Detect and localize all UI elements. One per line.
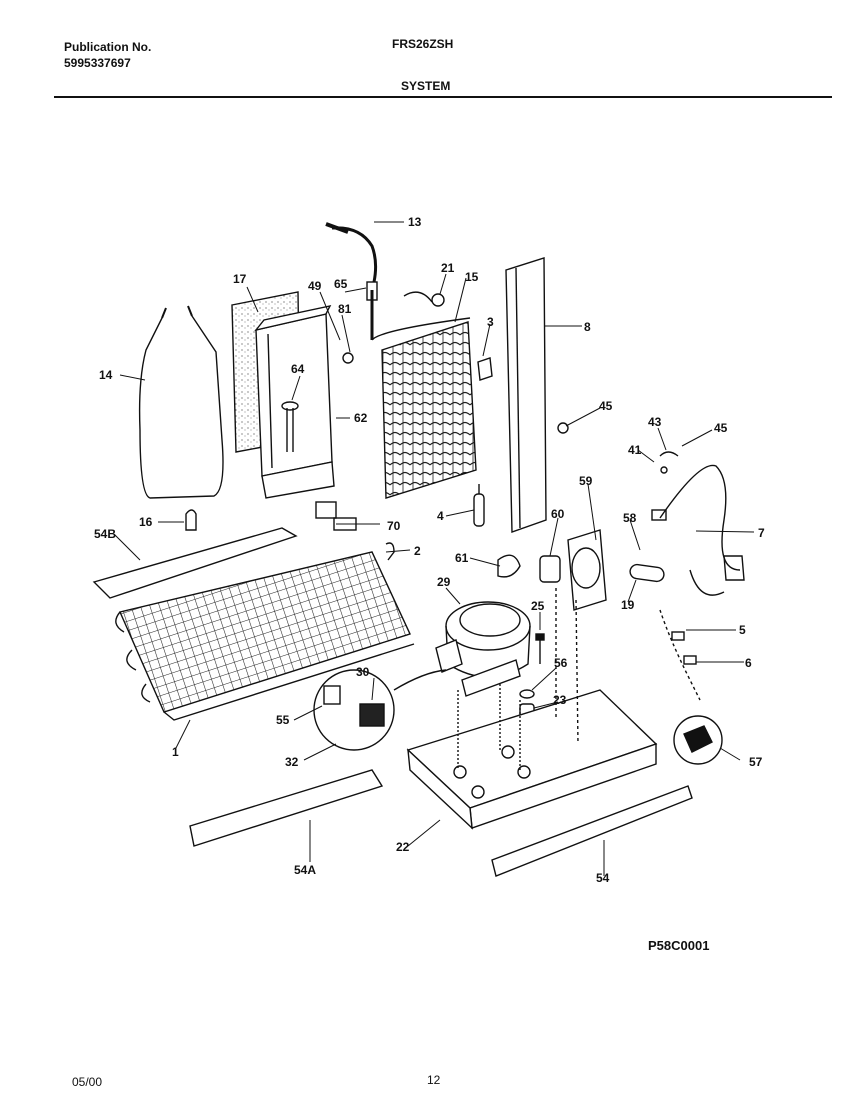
screw-part — [660, 466, 668, 474]
callout-2: 2 — [414, 544, 421, 558]
thermostat-part — [403, 291, 445, 307]
callout-32: 32 — [285, 755, 299, 769]
clamp-part — [659, 451, 679, 457]
callout-81: 81 — [338, 302, 352, 316]
relay-detail-callout — [313, 669, 447, 751]
callout-15: 15 — [465, 270, 479, 284]
screw-part — [281, 401, 299, 452]
compressor-part — [435, 601, 531, 697]
callout-30: 30 — [356, 665, 370, 679]
clip-part — [185, 509, 197, 531]
callout-21: 21 — [441, 261, 455, 275]
header-rule — [54, 96, 832, 98]
washer-part — [519, 689, 535, 699]
grommet-part — [342, 352, 354, 364]
leveling-foot-part — [673, 715, 723, 765]
callout-56: 56 — [554, 656, 568, 670]
callout-57: 57 — [749, 755, 763, 769]
callout-45: 45 — [599, 399, 613, 413]
callout-62: 62 — [354, 411, 368, 425]
fan-assembly-part — [497, 529, 607, 745]
callout-54b: 54B — [94, 527, 116, 541]
callout-60: 60 — [551, 507, 565, 521]
relay-bracket-part — [315, 501, 357, 531]
callout-43: 43 — [648, 415, 662, 429]
callout-13: 13 — [408, 215, 422, 229]
evaporator-cover-part — [254, 305, 335, 499]
callout-7: 7 — [758, 526, 765, 540]
section-title: SYSTEM — [401, 79, 451, 93]
callout-25: 25 — [531, 599, 545, 613]
callout-14: 14 — [99, 368, 113, 382]
callout-22: 22 — [396, 840, 410, 854]
mounting-clip-part — [477, 357, 493, 381]
callout-64: 64 — [291, 362, 305, 376]
evaporator-coil-part — [115, 551, 415, 721]
base-rail-front-part — [491, 785, 693, 877]
callout-8: 8 — [584, 320, 591, 334]
base-rail-left-part — [189, 769, 384, 847]
base-pan-part — [406, 684, 658, 830]
brace-rail-part — [92, 527, 298, 599]
callout-58: 58 — [623, 511, 637, 525]
callout-16: 16 — [139, 515, 153, 529]
wire-clip-part — [385, 542, 395, 561]
callout-45: 45 — [714, 421, 728, 435]
callout-49: 49 — [308, 279, 322, 293]
filter-drier-part — [473, 484, 485, 527]
terminal-part — [671, 631, 685, 641]
wire-harness-part — [138, 305, 224, 499]
callout-3: 3 — [487, 315, 494, 329]
callout-59: 59 — [579, 474, 593, 488]
callout-17: 17 — [233, 272, 247, 286]
callout-61: 61 — [455, 551, 469, 565]
screw-part — [557, 422, 569, 434]
callout-5: 5 — [739, 623, 746, 637]
bolt-part — [535, 633, 545, 664]
terminal-part — [683, 655, 697, 665]
callout-4: 4 — [437, 509, 444, 523]
power-cord-part — [651, 464, 745, 596]
callout-55: 55 — [276, 713, 290, 727]
drain-tube-part — [629, 563, 665, 583]
callout-41: 41 — [628, 443, 642, 457]
side-bracket-part — [505, 257, 547, 533]
callout-23: 23 — [553, 693, 567, 707]
callout-19: 19 — [621, 598, 635, 612]
page-number: 12 — [427, 1073, 441, 1087]
diagram-code: P58C0001 — [648, 938, 710, 953]
callout-54: 54 — [596, 871, 610, 885]
callout-6: 6 — [745, 656, 752, 670]
callout-1: 1 — [172, 745, 179, 759]
model-number: FRS26ZSH — [392, 37, 454, 51]
footer-date: 05/00 — [72, 1075, 103, 1089]
callout-70: 70 — [387, 519, 401, 533]
publication-number: 5995337697 — [64, 56, 131, 70]
callout-54a: 54A — [294, 863, 316, 877]
callout-65: 65 — [334, 277, 348, 291]
callout-29: 29 — [437, 575, 451, 589]
capillary-tube-part — [325, 222, 378, 283]
condenser-coil-part — [366, 281, 477, 499]
publication-label: Publication No. — [64, 40, 152, 54]
